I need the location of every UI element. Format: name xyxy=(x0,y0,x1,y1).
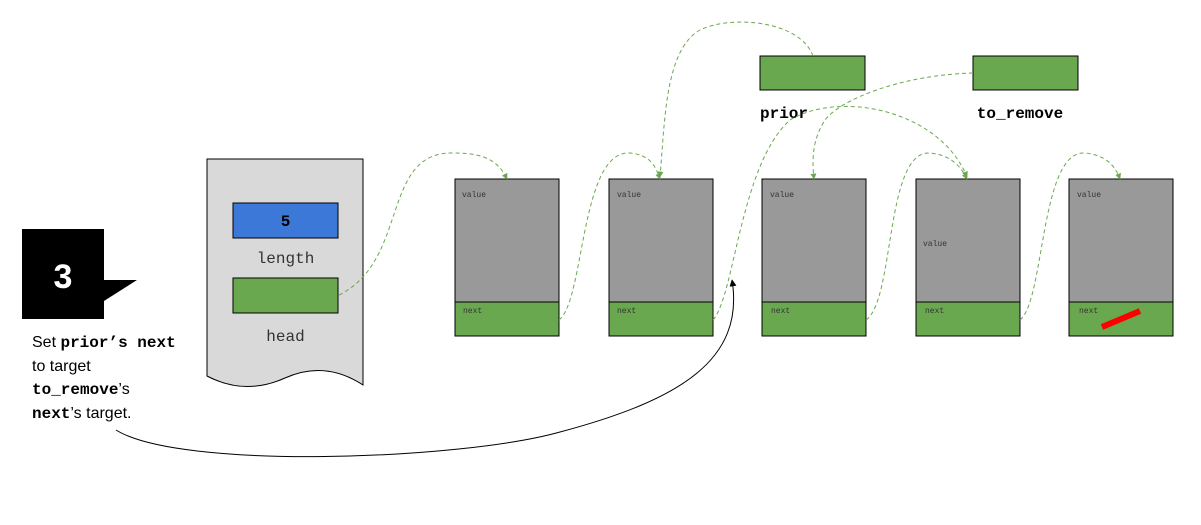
node-value-label: value xyxy=(462,191,486,200)
node-2: value next xyxy=(761,178,867,337)
caption-code-to-remove: to_remove xyxy=(32,381,119,399)
node-next-label: next xyxy=(925,307,944,316)
node-next-label: next xyxy=(463,307,482,316)
head-label: head xyxy=(266,328,304,346)
step-caption: Set prior’s next to target to_remove’s n… xyxy=(32,331,222,426)
to-remove-pointer: to_remove xyxy=(972,55,1079,123)
length-box xyxy=(232,202,339,239)
node-0: value next xyxy=(454,178,560,337)
caption-to-node-1-next-arrow xyxy=(115,279,737,458)
node-3: value next xyxy=(915,178,1021,337)
node-4: value next xyxy=(1068,178,1174,337)
node-1-to-node-3-arrow xyxy=(712,105,968,321)
node-value-label: value xyxy=(617,191,641,200)
node-next-label: next xyxy=(771,307,790,316)
step-number: 3 xyxy=(54,258,73,296)
prior-to-node-1-arrow xyxy=(657,21,814,178)
caption-suffix-2: ’s target. xyxy=(70,405,132,422)
prior-pointer: prior xyxy=(759,55,866,123)
node-0-to-node-1-arrow xyxy=(558,152,662,321)
pointer-arrows xyxy=(338,21,1122,321)
node-value-label: value xyxy=(1077,191,1101,200)
node-next-label: next xyxy=(1079,307,1098,316)
caption-prefix: Set xyxy=(32,334,61,351)
caption-line-2: to target xyxy=(32,358,91,375)
caption-code-prior-next: prior’s next xyxy=(60,334,176,352)
list-object: 5 length head xyxy=(206,158,364,387)
node-value-label: value xyxy=(923,240,947,249)
caption-suffix-1: ’s xyxy=(118,381,130,398)
node-2-to-node-3-arrow xyxy=(865,152,968,321)
node-value-label: value xyxy=(770,191,794,200)
node-3-to-node-4-arrow xyxy=(1019,152,1122,321)
to-remove-to-node-2-arrow xyxy=(810,72,974,180)
length-value: 5 xyxy=(281,213,291,231)
step-badge: 3 xyxy=(22,229,137,319)
node-next-label: next xyxy=(617,307,636,316)
null-marker xyxy=(1100,308,1142,330)
length-label: length xyxy=(257,250,315,268)
node-1: value next xyxy=(608,178,714,337)
to-remove-label: to_remove xyxy=(977,105,1063,123)
prior-label: prior xyxy=(760,105,808,123)
head-box xyxy=(232,277,339,314)
caption-code-next: next xyxy=(32,405,71,423)
head-to-node-0-arrow xyxy=(338,152,508,296)
